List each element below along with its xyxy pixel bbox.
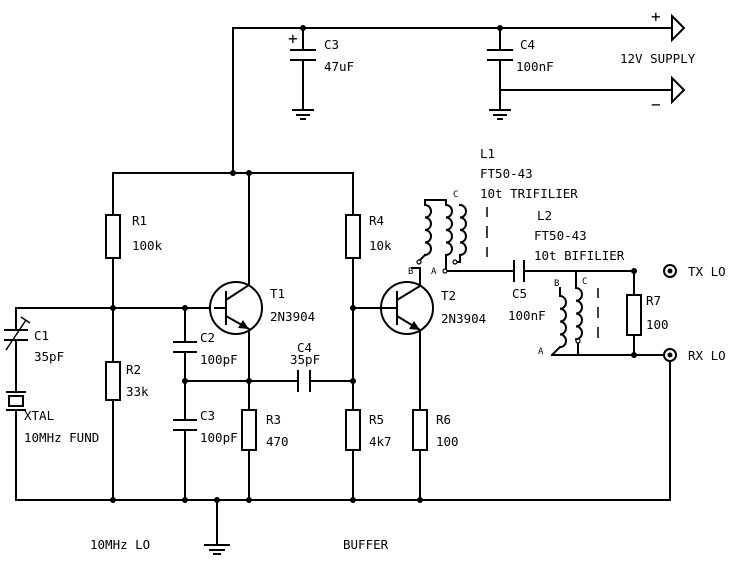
c4-value: 35pF (290, 352, 320, 367)
r3-value: 470 (266, 434, 289, 449)
resistor-r2: R2 33k (105, 361, 149, 401)
r2-ref: R2 (126, 362, 141, 377)
l2-pin-c: C (582, 277, 587, 287)
resistor-r4: R4 10k (345, 213, 392, 259)
t1-ref: T1 (270, 286, 285, 301)
r2-value: 33k (126, 384, 149, 399)
supply-minus-sign: − (651, 95, 661, 114)
c1-ref: C1 (34, 328, 49, 343)
r6-ref: R6 (436, 412, 451, 427)
tx-lo-label: TX LO (688, 264, 726, 279)
supply-minus-arrow (671, 75, 686, 105)
l1-note: 10t TRIFILIER (480, 186, 578, 201)
supply-plus-arrow (671, 13, 686, 43)
c4-top-value: 100nF (516, 59, 554, 74)
capacitor-c3-bottom: C3 100pF (173, 408, 238, 445)
transformer-l1: B A C L1 FT50-43 10t TRIFILIER (408, 146, 578, 277)
c2-value: 100pF (200, 352, 238, 367)
supply-terminals: + − 12V SUPPLY (620, 7, 696, 114)
r1-value: 100k (132, 238, 163, 253)
l1-pin-a: A (431, 267, 437, 277)
r5-ref: R5 (369, 412, 384, 427)
xtal-ref: XTAL (24, 408, 54, 423)
r1-ref: R1 (132, 213, 147, 228)
c4-top-ref: C4 (520, 37, 535, 52)
c5-value: 100nF (508, 308, 546, 323)
t2-value: 2N3904 (441, 311, 486, 326)
section-buffer-label: BUFFER (343, 537, 389, 552)
c2-ref: C2 (200, 330, 215, 345)
l1-value: FT50-43 (480, 166, 533, 181)
c4-ref: C4 (297, 340, 312, 355)
l2-pin-b: B (554, 279, 559, 289)
r3-ref: R3 (266, 412, 281, 427)
capacitor-c4-coupling: C4 35pF (290, 340, 320, 392)
rx-lo-label: RX LO (688, 348, 726, 363)
l1-pin-b: B (408, 267, 413, 277)
crystal-xtal: XTAL 10MHz FUND (6, 391, 99, 445)
wiring (15, 27, 673, 546)
capacitor-c4-top: C4 100nF (487, 37, 554, 120)
xtal-value: 10MHz FUND (24, 430, 99, 445)
resistor-r6: R6 100 (412, 409, 459, 451)
capacitor-c3-top: + C3 47uF (288, 29, 354, 120)
l1-ref: L1 (480, 146, 495, 161)
c1-value: 35pF (34, 349, 64, 364)
supply-label: 12V SUPPLY (620, 51, 696, 66)
l2-value: FT50-43 (534, 228, 587, 243)
section-osc-label: 10MHz LO (90, 537, 150, 552)
r5-value: 4k7 (369, 434, 392, 449)
supply-plus-sign: + (651, 7, 661, 26)
polarity-plus: + (288, 29, 298, 48)
transistor-t1: T1 2N3904 (209, 281, 315, 335)
c3-bottom-value: 100pF (200, 430, 238, 445)
junction-dots (110, 25, 637, 503)
l2-ref: L2 (537, 208, 552, 223)
t1-value: 2N3904 (270, 309, 315, 324)
l2-pin-a: A (538, 347, 544, 357)
r7-value: 100 (646, 317, 669, 332)
r4-ref: R4 (369, 213, 384, 228)
resistor-r1: R1 100k (105, 213, 163, 259)
r7-ref: R7 (646, 293, 661, 308)
capacitor-c5: C5 100nF (508, 260, 546, 323)
c3-top-value: 47uF (324, 59, 354, 74)
l2-note: 10t BIFILIER (534, 248, 625, 263)
r4-value: 10k (369, 238, 392, 253)
resistor-r5: R5 4k7 (345, 409, 392, 451)
c5-ref: C5 (512, 286, 527, 301)
capacitor-c1-trimmer: C1 35pF (4, 316, 64, 364)
resistor-r7: R7 100 (626, 293, 669, 336)
l1-pin-c: C (453, 190, 458, 200)
ground-symbol (204, 544, 230, 555)
r6-value: 100 (436, 434, 459, 449)
transformer-l2: B C A L2 FT50-43 10t BIFILIER (534, 208, 625, 357)
transistor-t2: T2 2N3904 (380, 281, 486, 335)
t2-ref: T2 (441, 288, 456, 303)
c3-top-ref: C3 (324, 37, 339, 52)
output-ports: TX LO RX LO (663, 264, 726, 363)
c3-bottom-ref: C3 (200, 408, 215, 423)
resistor-r3: R3 470 (241, 409, 289, 451)
capacitor-c2: C2 100pF (173, 330, 238, 367)
